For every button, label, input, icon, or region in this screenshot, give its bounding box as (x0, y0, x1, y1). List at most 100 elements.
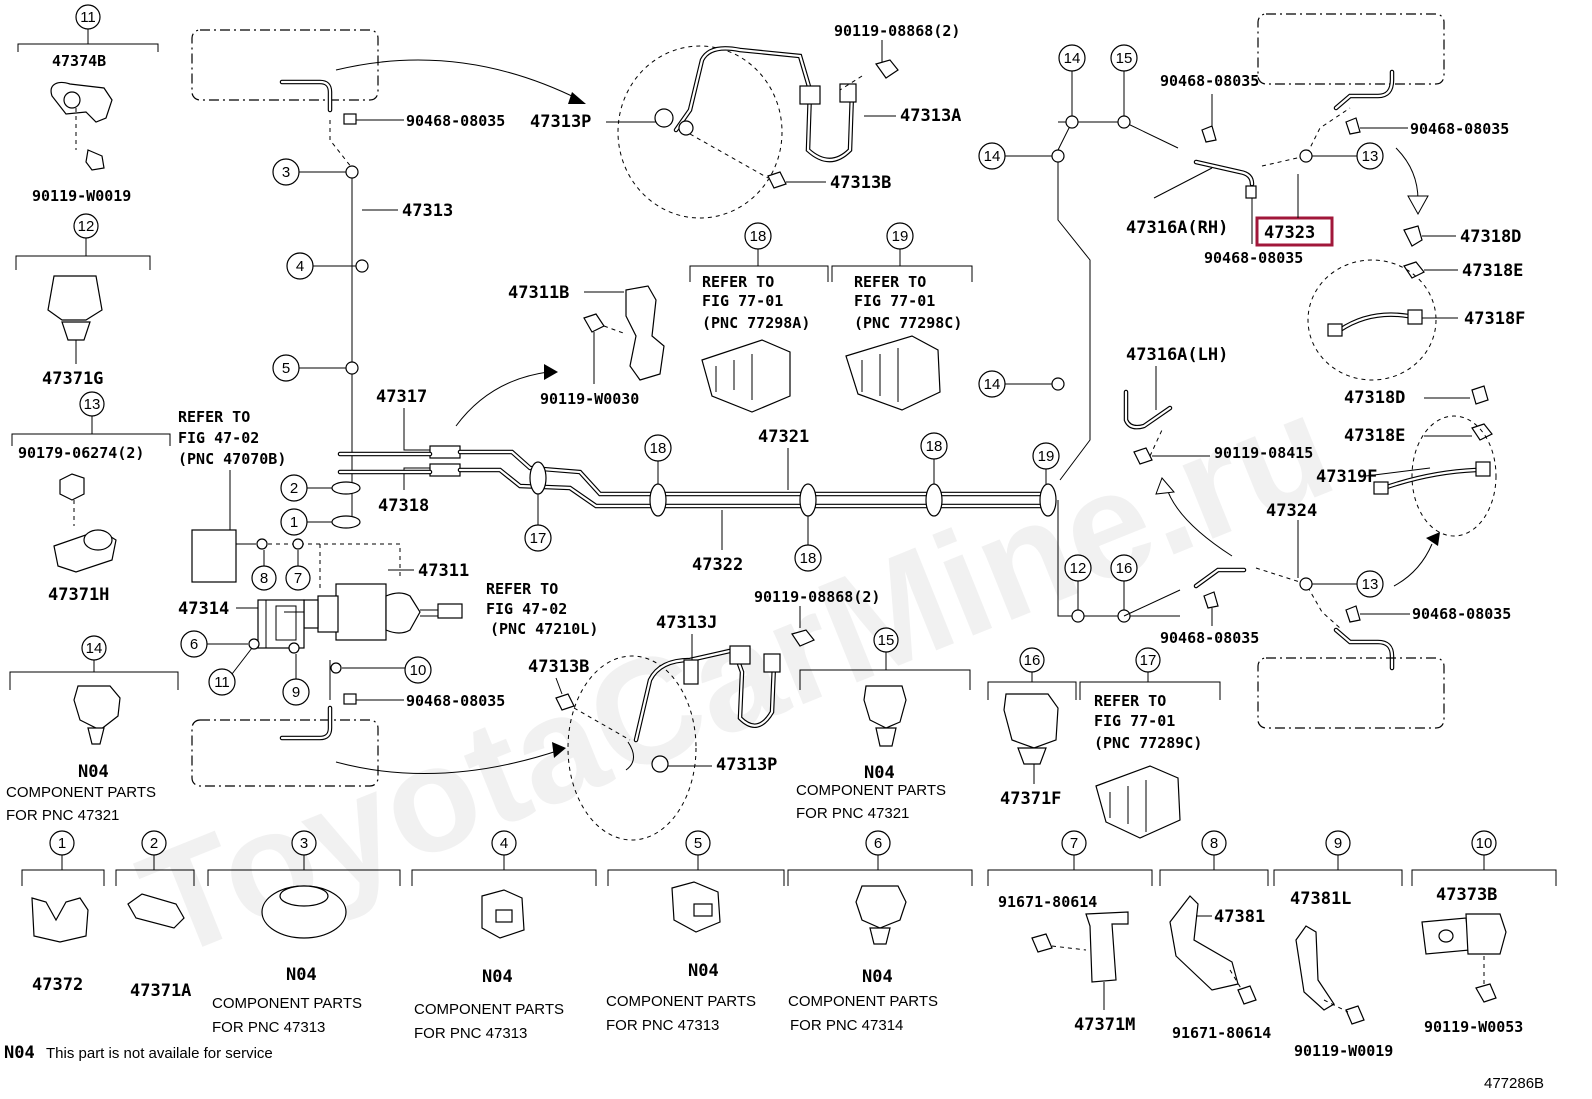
callout-13b: 13 (1312, 570, 1384, 598)
part-label-47371M[interactable]: 47371M (1074, 1015, 1135, 1035)
part-label-47319F[interactable]: 47319F (1316, 467, 1377, 487)
part-label-47322[interactable]: 47322 (692, 555, 743, 575)
legend-item-12: 12 47371G (15, 213, 151, 389)
part-label-47381L[interactable]: 47381L (1290, 889, 1351, 909)
part-label-47313B[interactable]: 47313B (528, 657, 589, 677)
legend-item-13: 13 90179-06274(2) 47371H (11, 391, 171, 605)
figure-id: 477286B (1484, 1075, 1544, 1092)
part-label-90468-08035[interactable]: 90468-08035 (406, 112, 505, 130)
part-label-N04[interactable]: N04 (78, 762, 109, 782)
detail-box-bottom-right (1257, 657, 1445, 729)
part-label-90119-08415[interactable]: 90119-08415 (1214, 444, 1313, 462)
callout-6: 6 (180, 630, 248, 658)
part-label-47318[interactable]: 47318 (378, 496, 429, 516)
part-label-47316A-RH[interactable]: 47316A(RH) (1126, 218, 1228, 238)
part-label-47311[interactable]: 47311 (418, 561, 469, 581)
part-label-90468-08035[interactable]: 90468-08035 (1160, 72, 1259, 90)
callout-14a: 14 (1058, 44, 1086, 116)
detail-box-top-left (191, 29, 379, 101)
part-label-90119-W0030[interactable]: 90119-W0030 (540, 390, 639, 408)
part-label-47374B[interactable]: 47374B (52, 52, 106, 70)
footnote-text: This part is not availale for service (46, 1045, 273, 1062)
part-label-91671-80614[interactable]: 91671-80614 (998, 893, 1097, 911)
svg-text:1: 1 (58, 835, 66, 852)
part-label-47318D[interactable]: 47318D (1460, 227, 1521, 247)
svg-text:(PNC 77298C): (PNC 77298C) (854, 314, 962, 332)
part-label-47318E[interactable]: 47318E (1344, 426, 1405, 446)
svg-text:FOR PNC 47313: FOR PNC 47313 (606, 1017, 719, 1034)
arrow-line (335, 59, 581, 101)
part-label-N04[interactable]: N04 (864, 763, 895, 783)
detail-front-hose-top (617, 45, 899, 219)
part-label-90468-08035[interactable]: 90468-08035 (1160, 629, 1259, 647)
part-label-90119-08868[interactable]: 90119-08868(2) (834, 22, 960, 40)
part-label-47311B[interactable]: 47311B (508, 283, 569, 303)
callout-18a: 18 (644, 434, 672, 484)
part-label-47373B[interactable]: 47373B (1436, 885, 1497, 905)
pipe-47313 (329, 120, 353, 520)
svg-text:13: 13 (1362, 576, 1379, 593)
svg-text:18: 18 (926, 438, 943, 455)
part-label-90119-W0019[interactable]: 90119-W0019 (32, 187, 131, 205)
part-label-90468-08035[interactable]: 90468-08035 (406, 692, 505, 710)
part-label-N04[interactable]: N04 (688, 961, 719, 981)
part-label-47372[interactable]: 47372 (32, 975, 83, 995)
part-label-90468-08035[interactable]: 90468-08035 (1412, 605, 1511, 623)
legend-item-11: 11 47374B 90119-W0019 (17, 4, 159, 205)
part-label-91671-80614[interactable]: 91671-80614 (1172, 1024, 1271, 1042)
callout-14c: 14 (978, 370, 1052, 398)
part-label-47314[interactable]: 47314 (178, 599, 229, 619)
svg-text:12: 12 (1070, 560, 1087, 577)
part-label-47318D[interactable]: 47318D (1344, 388, 1405, 408)
callout-8: 8 (251, 550, 277, 591)
svg-text:18: 18 (650, 440, 667, 457)
bracket-47311B: 47311B 90119-W0030 (508, 283, 665, 408)
callout-4: 4 (286, 252, 356, 280)
note-component-parts: COMPONENT PARTS (6, 784, 156, 801)
legend-item-6: 6 N04 COMPONENT PARTS FOR PNC 47314 (787, 830, 973, 1034)
part-label-N04[interactable]: N04 (482, 967, 513, 987)
svg-text:FOR PNC 47321: FOR PNC 47321 (796, 805, 909, 822)
part-label-47381[interactable]: 47381 (1214, 907, 1265, 927)
part-label-47371G[interactable]: 47371G (42, 369, 103, 389)
part-label-47318F[interactable]: 47318F (1464, 309, 1525, 329)
part-label-47313[interactable]: 47313 (402, 201, 453, 221)
part-label-47318E[interactable]: 47318E (1462, 261, 1523, 281)
callout-14b: 14 (978, 142, 1052, 170)
part-label-N04[interactable]: N04 (286, 965, 317, 985)
part-label-90119-W0019[interactable]: 90119-W0019 (1294, 1042, 1393, 1060)
legend-item-8: 8 47381 91671-80614 (1159, 830, 1271, 1042)
part-label-47371H[interactable]: 47371H (48, 585, 109, 605)
part-label-47316A-LH[interactable]: 47316A(LH) (1126, 345, 1228, 365)
master-cylinder-assembly (248, 538, 463, 674)
part-label-47313J[interactable]: 47313J (656, 613, 717, 633)
part-label-90119-W0053[interactable]: 90119-W0053 (1424, 1018, 1523, 1036)
legend-item-9: 9 47381L 90119-W0019 (1273, 830, 1403, 1060)
svg-text:(PNC 77289C): (PNC 77289C) (1094, 734, 1202, 752)
legend-item-14: 14 N04 COMPONENT PARTS FOR PNC 47321 (6, 635, 179, 824)
legend-item-3: 3 N04 COMPONENT PARTS FOR PNC 47313 (207, 830, 401, 1036)
part-label-47371F[interactable]: 47371F (1000, 789, 1061, 809)
part-label-90119-08868[interactable]: 90119-08868(2) (754, 588, 880, 606)
part-label-47313P[interactable]: 47313P (716, 755, 777, 775)
svg-text:6: 6 (190, 636, 198, 653)
part-label-90468-08035[interactable]: 90468-08035 (1204, 249, 1303, 267)
part-label-47371A[interactable]: 47371A (130, 981, 191, 1001)
legend-item-1: 1 47372 (21, 830, 105, 995)
svg-text:COMPONENT PARTS: COMPONENT PARTS (788, 993, 938, 1010)
legend-item-10: 10 47373B 90119-W0053 (1411, 830, 1557, 1036)
callout-5: 5 (272, 354, 346, 382)
part-label-47323[interactable]: 47323 (1264, 223, 1315, 243)
part-label-47317[interactable]: 47317 (376, 387, 427, 407)
svg-text:9: 9 (292, 684, 300, 701)
part-label-90179-06274[interactable]: 90179-06274(2) (18, 444, 144, 462)
part-label-47313B[interactable]: 47313B (830, 173, 891, 193)
part-label-47313A[interactable]: 47313A (900, 106, 961, 126)
svg-text:16: 16 (1116, 560, 1133, 577)
refer-block-19: 19 REFER TO FIG 77-01 (PNC 77298C) (831, 222, 973, 411)
part-label-47321[interactable]: 47321 (758, 427, 809, 447)
part-label-N04[interactable]: N04 (862, 967, 893, 987)
part-label-47313P[interactable]: 47313P (530, 112, 591, 132)
part-label-47324[interactable]: 47324 (1266, 501, 1317, 521)
part-label-90468-08035[interactable]: 90468-08035 (1410, 120, 1509, 138)
